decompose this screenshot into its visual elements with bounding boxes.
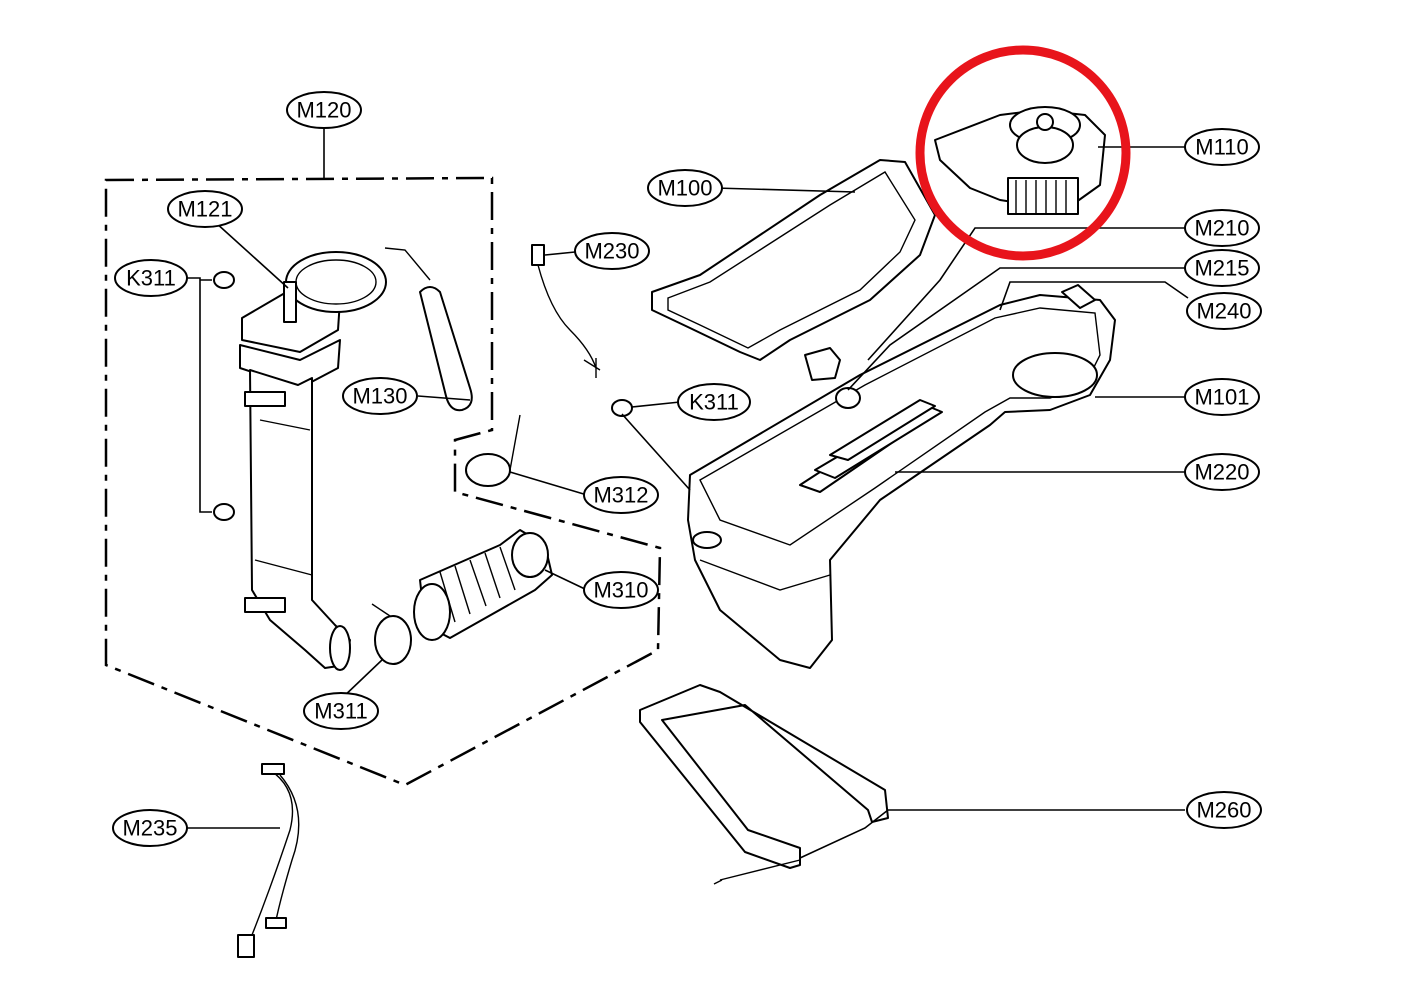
- label-m110: M110: [1184, 128, 1260, 166]
- svg-text:M230: M230: [584, 239, 639, 264]
- clamp-part-m311: [371, 603, 412, 665]
- label-m220: M220: [1184, 453, 1260, 491]
- assembly-boundary-m120: [104, 176, 662, 787]
- svg-text:M312: M312: [593, 483, 648, 508]
- label-m101: M101: [1184, 378, 1260, 416]
- label-m260: M260: [1186, 791, 1262, 829]
- bracket-part-m240: [1061, 284, 1096, 309]
- bellows-part-m310: [413, 529, 553, 641]
- highlight-circle: [915, 45, 1131, 261]
- label-m100: M100: [647, 169, 723, 207]
- duct-part-m120: [239, 251, 387, 671]
- svg-text:M311: M311: [314, 699, 367, 724]
- hose-part-m130: [419, 286, 473, 412]
- heater-part-m220: [799, 399, 943, 493]
- label-m312: M312: [583, 476, 659, 514]
- label-k311-right: K311: [677, 383, 751, 421]
- label-m120: M120: [286, 91, 362, 129]
- svg-text:M210: M210: [1194, 216, 1249, 241]
- label-m210: M210: [1184, 209, 1260, 247]
- svg-text:M260: M260: [1196, 798, 1251, 823]
- label-m215: M215: [1184, 249, 1260, 287]
- svg-text:M101: M101: [1194, 385, 1249, 410]
- label-m311: M311: [303, 692, 379, 730]
- label-m130: M130: [342, 377, 418, 415]
- svg-text:M130: M130: [352, 384, 407, 409]
- grommet-k311-left: [213, 271, 235, 521]
- svg-text:M110: M110: [1195, 135, 1248, 160]
- svg-text:M220: M220: [1194, 460, 1249, 485]
- housing-part-m101: [687, 294, 1116, 669]
- svg-text:M120: M120: [296, 98, 351, 123]
- svg-text:M100: M100: [657, 176, 712, 201]
- svg-text:M121: M121: [177, 197, 232, 222]
- grommet-k311-right: [611, 399, 633, 417]
- svg-text:M310: M310: [593, 578, 648, 603]
- wire-harness-part-m235: [237, 763, 300, 958]
- svg-text:M240: M240: [1196, 299, 1251, 324]
- label-m240: M240: [1186, 292, 1262, 330]
- label-m230: M230: [574, 232, 650, 270]
- svg-text:K311: K311: [126, 266, 176, 291]
- svg-text:M235: M235: [122, 816, 177, 841]
- sensor-part-m210: [835, 387, 861, 409]
- label-m310: M310: [583, 571, 659, 609]
- cover-part-m100: [651, 159, 936, 361]
- label-k311-left: K311: [114, 259, 188, 297]
- thermostat-part-m215: [804, 347, 841, 381]
- frame-part-m260: [639, 684, 889, 885]
- svg-text:K311: K311: [689, 390, 739, 415]
- label-m235: M235: [112, 809, 188, 847]
- leader-lines: [185, 128, 1189, 859]
- svg-text:M215: M215: [1194, 256, 1249, 281]
- sensor-part-m230: [531, 244, 601, 378]
- fan-motor-part-m110: [934, 106, 1106, 215]
- clamp-part-m312: [465, 414, 521, 487]
- label-m121: M121: [167, 190, 243, 228]
